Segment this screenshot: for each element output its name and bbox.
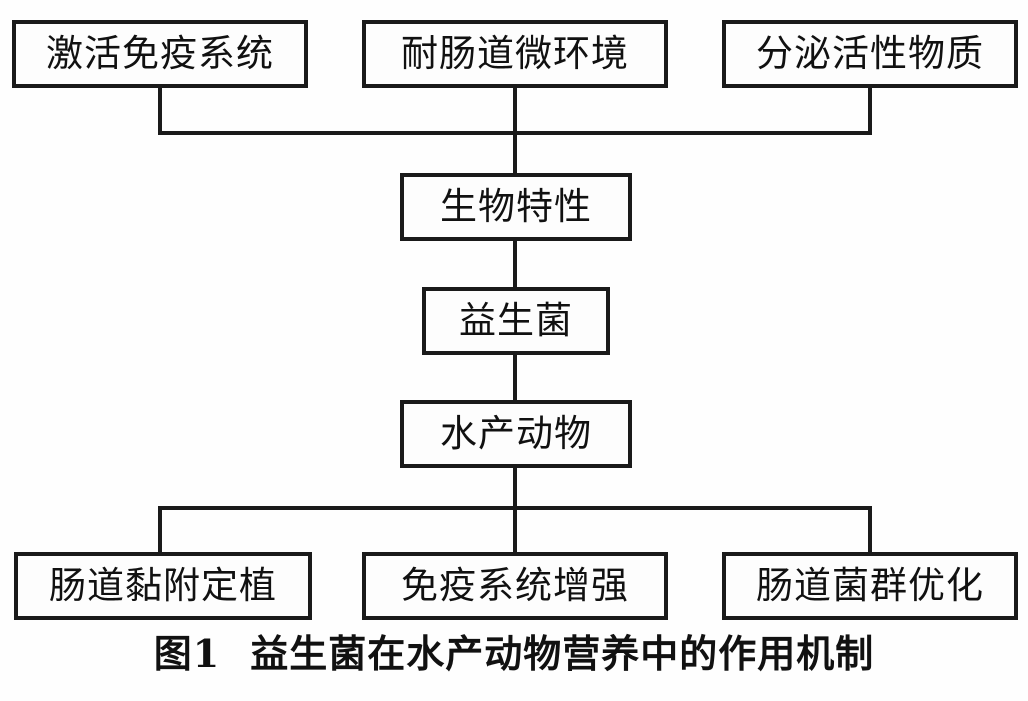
connector-traits-to-probiotic [513,239,517,289]
node-intestinal-adhesion-colonization: 肠道黏附定植 [14,552,312,620]
node-label: 免疫系统增强 [401,563,629,607]
connector-probiotic-to-animal [513,353,517,402]
connector-bottom-left-stem [158,506,162,554]
node-gut-flora-optimization: 肠道菌群优化 [722,552,1018,620]
connector-bottom-mid-stem [513,506,517,554]
connector-bus-to-traits [513,131,517,175]
node-immune-system-enhancement: 免疫系统增强 [362,552,668,620]
node-gut-microenvironment-tolerance: 耐肠道微环境 [362,20,668,88]
node-label: 肠道黏附定植 [49,563,277,607]
node-secrete-active-substances: 分泌活性物质 [722,20,1018,88]
node-aquatic-animals: 水产动物 [400,400,632,468]
connector-animal-to-bus [513,466,517,510]
figure-title: 益生菌在水产动物营养中的作用机制 [250,631,875,676]
node-label: 分泌活性物质 [756,31,984,75]
figure-caption: 图1 益生菌在水产动物营养中的作用机制 [0,634,1028,674]
node-label: 激活免疫系统 [46,31,274,75]
node-biological-traits: 生物特性 [400,173,632,241]
node-label: 生物特性 [440,184,592,228]
node-label: 益生菌 [459,298,573,342]
figure-number: 图1 [153,631,221,676]
node-probiotics: 益生菌 [422,287,610,355]
node-label: 肠道菌群优化 [756,563,984,607]
connector-top-left-stem [158,88,162,135]
node-label: 水产动物 [440,411,592,455]
connector-top-right-stem [868,88,872,135]
connector-top-mid-stem [513,88,517,135]
node-activate-immune-system: 激活免疫系统 [12,20,308,88]
node-label: 耐肠道微环境 [401,31,629,75]
connector-bottom-right-stem [868,506,872,554]
